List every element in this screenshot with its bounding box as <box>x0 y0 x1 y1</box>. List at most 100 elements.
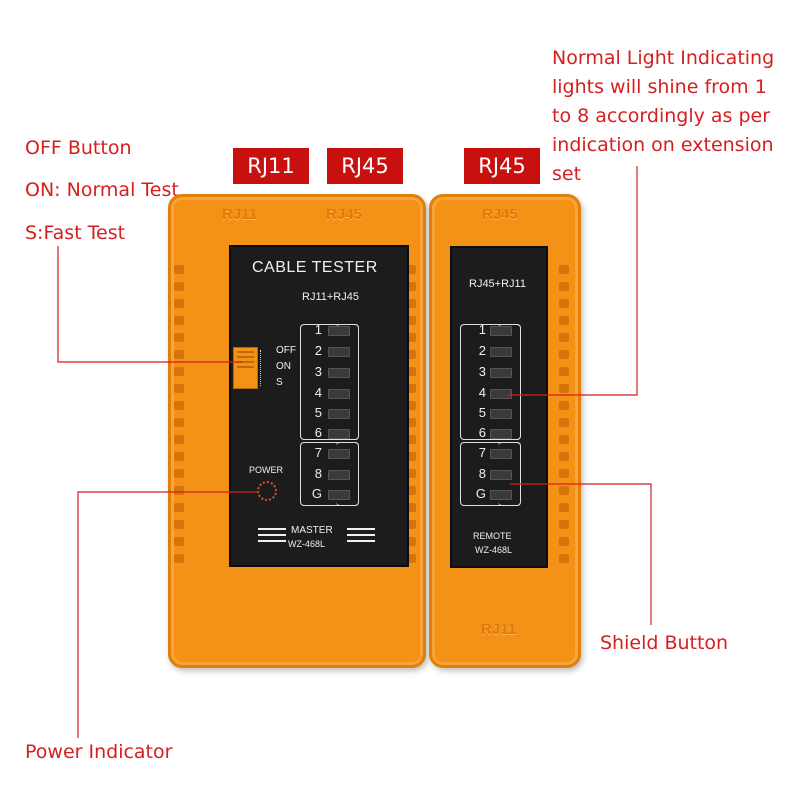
master-model-number: WZ-468L <box>288 539 326 549</box>
master-right-ridge-12 <box>406 452 416 461</box>
remote-led-group-7-g-right <box>498 442 521 506</box>
remote-led-number: G <box>475 486 486 501</box>
master-led-group-1-6-right <box>336 324 359 440</box>
master-led-group-7-g <box>300 442 359 506</box>
master-left-ridge-7 <box>174 367 184 376</box>
master-molded-rj11: RJ11 <box>222 206 258 223</box>
remote-right-ridge-9 <box>559 401 569 410</box>
master-led-indicator <box>328 326 350 336</box>
remote-led-number: 8 <box>478 466 486 481</box>
remote-molded-rj45: RJ45 <box>482 206 518 223</box>
remote-led-group-1-6-right <box>498 324 521 440</box>
remote-right-ridge-1 <box>559 265 569 274</box>
master-led-indicator <box>328 470 350 480</box>
remote-panel <box>450 246 548 568</box>
power-label: POWER <box>249 465 284 475</box>
remote-led-indicator <box>490 368 512 378</box>
master-right-ridge-9 <box>406 401 416 410</box>
master-led-number: 8 <box>314 466 322 481</box>
power-indicator-annotation: Power Indicator <box>25 741 173 763</box>
normal-light-annotation: Normal Light Indicating lights will shin… <box>552 44 792 189</box>
mode-switch[interactable] <box>233 347 258 389</box>
master-right-ridge-4 <box>406 316 416 325</box>
rj11-tag: RJ11 <box>233 148 309 184</box>
normal-light-line-2: lights will shine from 1 <box>552 76 767 98</box>
master-right-ridge-6 <box>406 350 416 359</box>
master-panel <box>229 245 409 567</box>
master-led-number: 5 <box>314 405 322 420</box>
power-led-icon <box>257 481 277 501</box>
master-led-number: 7 <box>314 445 322 460</box>
master-right-ridge-18 <box>406 554 416 563</box>
remote-right-ridge-8 <box>559 384 569 393</box>
master-left-ridge-1 <box>174 265 184 274</box>
remote-right-ridge-3 <box>559 299 569 308</box>
master-left-ridge-10 <box>174 418 184 427</box>
master-right-ridge-1 <box>406 265 416 274</box>
master-led-indicator <box>328 389 350 399</box>
on-normal-annotation: ON: Normal Test <box>25 179 179 201</box>
master-right-ridge-10 <box>406 418 416 427</box>
switch-leader-line <box>57 246 242 363</box>
master-led-number: 3 <box>314 364 322 379</box>
master-right-ridge-13 <box>406 469 416 478</box>
remote-subtitle: RJ45+RJ11 <box>469 278 526 290</box>
switch-label-s: S <box>276 377 283 388</box>
remote-right-ridge-14 <box>559 486 569 495</box>
master-led-number: G <box>311 486 322 501</box>
master-led-group-1-6 <box>300 324 359 440</box>
remote-led-number: 3 <box>478 364 486 379</box>
master-left-ridge-16 <box>174 520 184 529</box>
master-left-ridge-9 <box>174 401 184 410</box>
normal-light-line-4: indication on extension <box>552 134 774 156</box>
remote-led-number: 7 <box>478 445 486 460</box>
remote-led-indicator <box>490 389 512 399</box>
master-right-ridge-11 <box>406 435 416 444</box>
remote-led-indicator <box>490 326 512 336</box>
master-left-ridge-18 <box>174 554 184 563</box>
remote-led-number: 1 <box>478 322 486 337</box>
light-leader-line <box>508 166 638 396</box>
normal-light-line-1: Normal Light Indicating <box>552 47 775 69</box>
remote-led-indicator <box>490 449 512 459</box>
master-left-ridge-13 <box>174 469 184 478</box>
shield-button-annotation: Shield Button <box>600 632 729 654</box>
master-right-ridge-16 <box>406 520 416 529</box>
remote-led-indicator <box>490 347 512 357</box>
master-led-indicator <box>328 429 350 439</box>
master-led-number: 6 <box>314 425 322 440</box>
remote-led-group-7-g <box>460 442 521 506</box>
master-model-line-left-3 <box>258 540 286 542</box>
remote-right-ridge-5 <box>559 333 569 342</box>
remote-right-ridge-4 <box>559 316 569 325</box>
master-right-ridge-3 <box>406 299 416 308</box>
remote-right-ridge-2 <box>559 282 569 291</box>
remote-right-ridge-13 <box>559 469 569 478</box>
off-button-annotation: OFF Button <box>25 137 132 159</box>
remote-led-indicator <box>490 490 512 500</box>
master-left-ridge-6 <box>174 350 184 359</box>
remote-led-number: 5 <box>478 405 486 420</box>
master-model-name: MASTER <box>291 525 333 536</box>
master-model-line-left-2 <box>258 534 286 536</box>
remote-model-number: WZ-468L <box>475 545 513 555</box>
remote-molded-rj11: RJ11 <box>481 621 517 638</box>
remote-led-number: 2 <box>478 343 486 358</box>
switch-markers <box>260 350 265 386</box>
master-left-ridge-2 <box>174 282 184 291</box>
remote-led-indicator <box>490 409 512 419</box>
normal-light-line-5: set <box>552 163 582 185</box>
remote-right-ridge-6 <box>559 350 569 359</box>
master-model-line-right-1 <box>347 528 375 530</box>
rj45-remote-tag: RJ45 <box>464 148 540 184</box>
master-right-ridge-15 <box>406 503 416 512</box>
master-led-number: 1 <box>314 322 322 337</box>
master-led-indicator <box>328 347 350 357</box>
remote-led-indicator <box>490 429 512 439</box>
remote-led-group-1-6 <box>460 324 521 440</box>
master-right-ridge-17 <box>406 537 416 546</box>
master-model-line-right-2 <box>347 534 375 536</box>
master-left-ridge-11 <box>174 435 184 444</box>
master-left-ridge-12 <box>174 452 184 461</box>
